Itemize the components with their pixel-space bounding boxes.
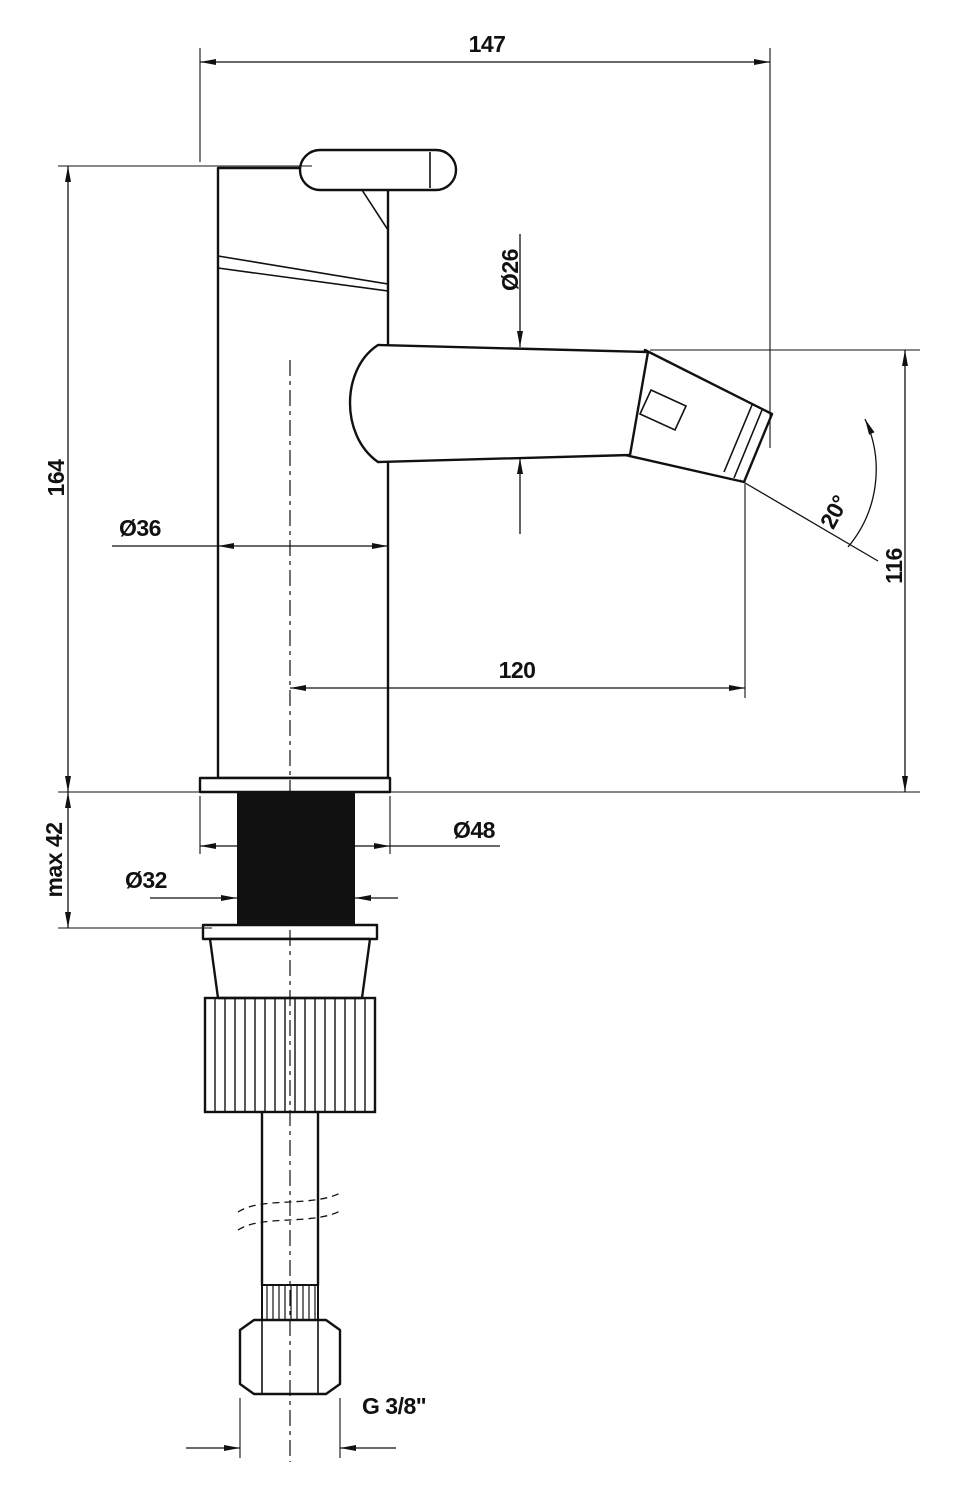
dim-label-d48: Ø48 <box>453 817 496 843</box>
spout-head <box>623 348 774 484</box>
angle-reference-line <box>739 479 879 562</box>
dim-label-max42: max 42 <box>41 822 67 897</box>
handle-base-line <box>361 189 389 231</box>
pipe-break-line <box>237 1209 343 1231</box>
dim-label-164: 164 <box>43 459 69 497</box>
dim-label-d26: Ø26 <box>497 249 523 291</box>
extension-lines <box>58 48 920 1458</box>
dim-label-147: 147 <box>469 31 506 57</box>
spout-head-detail <box>638 388 688 432</box>
spout-tube <box>348 343 650 464</box>
dim-label-g38: G 3/8" <box>362 1393 426 1419</box>
dim-label-116: 116 <box>881 548 907 584</box>
aerator-groove-line <box>733 409 763 479</box>
mounting-gasket <box>237 792 355 925</box>
body-seam-line <box>217 267 389 292</box>
pipe-break-line <box>237 1191 343 1213</box>
dim-label-120: 120 <box>499 657 536 683</box>
dimension-labels: 147 164 Ø26 Ø36 20° 116 120 max 42 Ø48 Ø… <box>41 31 907 1419</box>
dimension-lines <box>65 59 908 1451</box>
aerator-groove-line <box>723 404 753 473</box>
faucet-outline <box>198 148 879 1462</box>
dim-arc-20deg <box>847 418 877 548</box>
faucet-handle-lever <box>298 148 458 192</box>
dim-label-d32: Ø32 <box>125 867 167 893</box>
body-seam-line <box>217 255 389 285</box>
dim-label-d36: Ø36 <box>119 515 161 541</box>
base-flange <box>198 776 392 794</box>
